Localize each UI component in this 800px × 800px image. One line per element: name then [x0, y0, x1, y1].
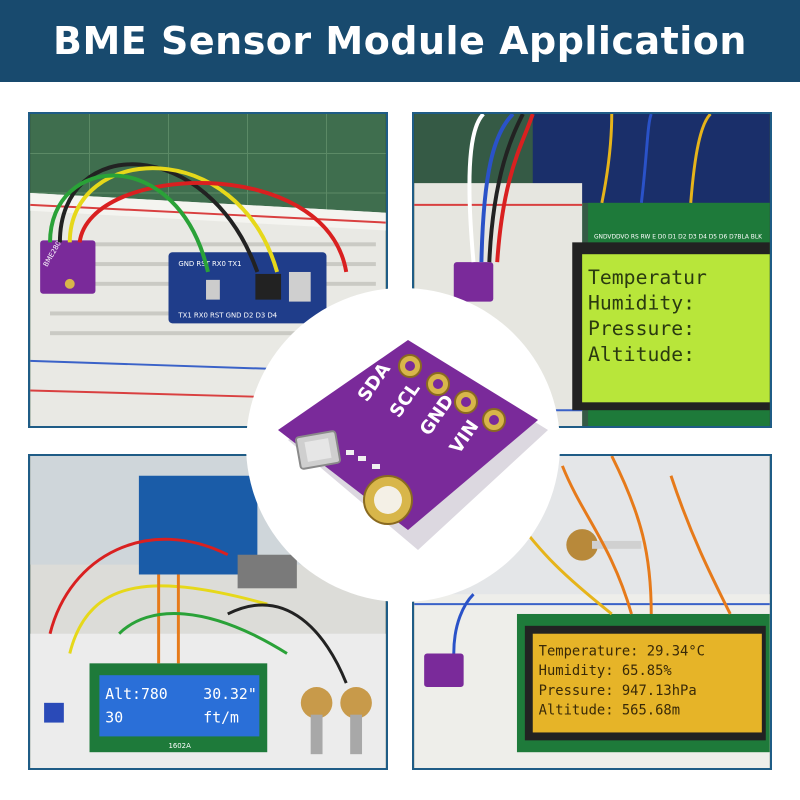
svg-text:GND RST RX0 TX1: GND RST RX0 TX1 — [178, 260, 241, 268]
svg-text:Altitude:: Altitude: — [588, 343, 695, 366]
svg-text:30 ft/m: 30 ft/m — [105, 710, 239, 727]
title-banner: BME Sensor Module Application — [0, 0, 800, 82]
bme280-small-board — [453, 262, 494, 302]
lcd-screen — [582, 254, 770, 403]
sensor-board — [278, 340, 538, 530]
svg-text:Temperatur: Temperatur — [588, 266, 707, 289]
bme280-small-board — [424, 653, 464, 688]
photo-orange-lcd-setup: Temperature: 29.34°C Humidity: 65.85% Pr… — [412, 454, 772, 770]
svg-text:Pressure:: Pressure: — [588, 317, 695, 340]
svg-text:Pressure: 947.13hPa: Pressure: 947.13hPa — [539, 683, 697, 699]
svg-text:1602A: 1602A — [169, 742, 192, 750]
bme280-small-board — [40, 240, 96, 294]
orange-lcd-illustration: Temperature: 29.34°C Humidity: 65.85% Pr… — [414, 456, 770, 768]
svg-text:Temperature: 29.34°C: Temperature: 29.34°C — [539, 643, 705, 659]
lcd-screen — [99, 675, 260, 737]
svg-text:Humidity: 65.85%: Humidity: 65.85% — [539, 663, 673, 679]
lcd-screen — [532, 633, 762, 733]
svg-text:TX1 RX0 RST GND D2 D3 D4: TX1 RX0 RST GND D2 D3 D4 — [177, 311, 277, 319]
svg-text:GNDVDDVO RS RW E D0 D1 D2 D3 D: GNDVDDVO RS RW E D0 D1 D2 D3 D4 D5 D6 D7… — [594, 234, 762, 240]
bme280-module-illustration: SDA SCL GND VIN — [248, 290, 558, 600]
sensor-closeup-circle: SDA SCL GND VIN — [248, 290, 558, 600]
svg-text:Alt:780 30.32": Alt:780 30.32" — [105, 686, 256, 703]
arduino-lcd-illustration: GNDVDDVO RS RW E D0 D1 D2 D3 D4 D5 D6 D7… — [414, 114, 770, 426]
svg-text:Humidity:: Humidity: — [588, 291, 695, 314]
svg-text:Altitude: 565.68m: Altitude: 565.68m — [539, 703, 680, 719]
potentiometer-knob — [566, 529, 598, 561]
page-title: BME Sensor Module Application — [53, 19, 747, 63]
